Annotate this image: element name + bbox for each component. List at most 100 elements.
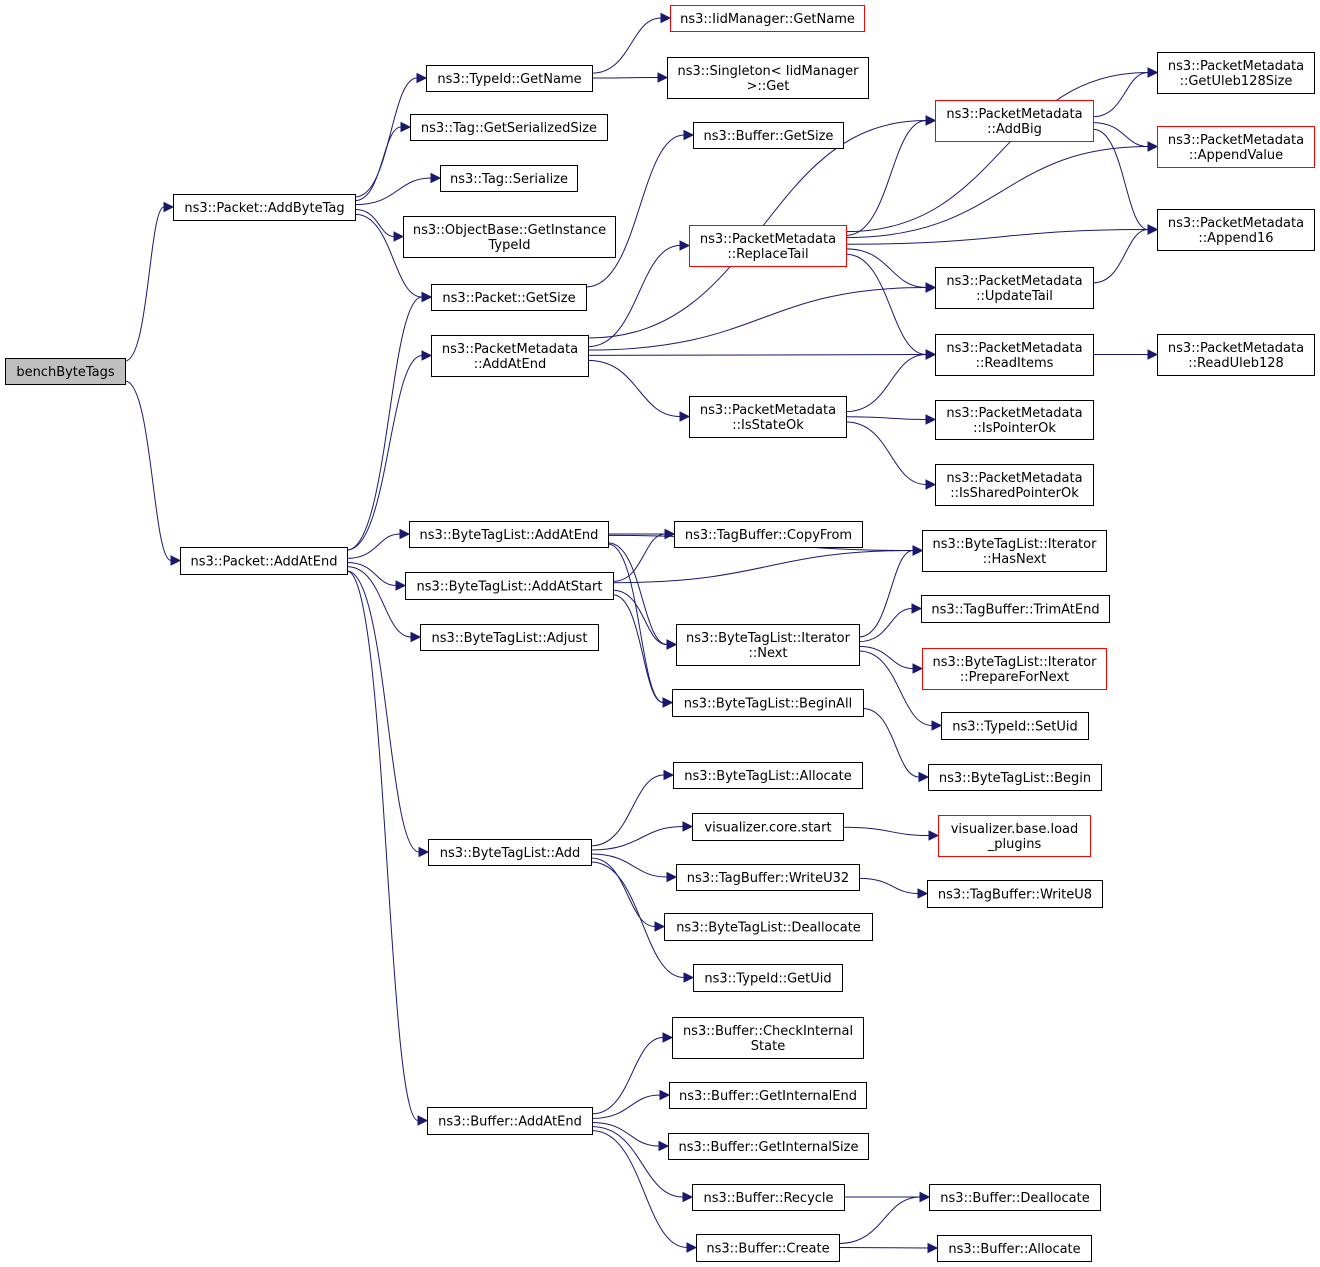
- node-box: [693, 122, 844, 149]
- node-btl-begin-all[interactable]: ns3::ByteTagList::BeginAll: [672, 689, 864, 717]
- node-label: ns3::Packet::AddByteTag: [184, 201, 344, 216]
- edge-btl-add-at-end-to-btl-begin-all: [607, 543, 674, 708]
- node-label: ns3::PacketMetadata: [1168, 341, 1304, 356]
- edge-btl-add-to-viz-start: [590, 821, 694, 851]
- node-label: ::UpdateTail: [976, 289, 1053, 304]
- node-pm-read-items[interactable]: ns3::PacketMetadata::ReadItems: [935, 334, 1094, 376]
- edge-pkt-add-at-end-to-btl-add-at-start: [346, 562, 407, 591]
- node-tb-copy-from[interactable]: ns3::TagBuffer::CopyFrom: [674, 521, 863, 548]
- node-iid-get-name[interactable]: ns3::IidManager::GetName: [670, 5, 865, 32]
- node-type-set-uid[interactable]: ns3::TypeId::SetUid: [941, 712, 1089, 740]
- node-buf-deallocate[interactable]: ns3::Buffer::Deallocate: [929, 1184, 1101, 1211]
- node-btl-allocate[interactable]: ns3::ByteTagList::Allocate: [673, 762, 863, 789]
- edge-line: [346, 533, 401, 559]
- node-type-get-uid[interactable]: ns3::TypeId::GetUid: [693, 964, 843, 992]
- node-buf-create[interactable]: ns3::Buffer::Create: [696, 1234, 840, 1262]
- edge-line: [858, 877, 919, 894]
- node-pm-append-value[interactable]: ns3::PacketMetadata::AppendValue: [1157, 126, 1315, 168]
- node-singleton[interactable]: ns3::Singleton< IidManager>::Get: [667, 57, 869, 99]
- node-buf-get-internal-end[interactable]: ns3::Buffer::GetInternalEnd: [669, 1082, 867, 1109]
- node-btl-add-at-end[interactable]: ns3::ByteTagList::AddAtEnd: [409, 521, 609, 548]
- edge-pm-add-at-end-to-pm-update-tail: [587, 282, 937, 351]
- node-viz-start[interactable]: visualizer.core.start: [692, 813, 844, 841]
- node-label: ns3::Tag::GetSerializedSize: [421, 121, 597, 136]
- node-label: TypeId: [488, 238, 531, 253]
- node-box: [935, 334, 1094, 376]
- node-pkt-get-size[interactable]: ns3::Packet::GetSize: [431, 284, 587, 311]
- node-btl-iter-prepare[interactable]: ns3::ByteTagList::Iterator::PrepareForNe…: [922, 648, 1107, 690]
- node-label: ::GetUleb128Size: [1180, 74, 1293, 89]
- edge-line: [1092, 229, 1149, 284]
- edge-line: [845, 120, 927, 236]
- node-viz-load[interactable]: visualizer.base.load_plugins: [938, 815, 1091, 857]
- node-buf-recycle[interactable]: ns3::Buffer::Recycle: [692, 1184, 845, 1211]
- node-pm-append16[interactable]: ns3::PacketMetadata::Append16: [1157, 209, 1315, 251]
- node-pm-replace-tail[interactable]: ns3::PacketMetadata::ReplaceTail: [689, 225, 847, 267]
- edge-btl-add-at-start-to-btl-iter-next: [612, 589, 678, 650]
- node-tb-write-u8[interactable]: ns3::TagBuffer::WriteU8: [927, 880, 1103, 908]
- node-label: ::IsPointerOk: [973, 421, 1056, 436]
- node-pm-is-state-ok[interactable]: ns3::PacketMetadata::IsStateOk: [689, 396, 847, 438]
- node-btl-add-at-start[interactable]: ns3::ByteTagList::AddAtStart: [405, 572, 614, 600]
- node-label: ns3::PacketMetadata: [1168, 216, 1304, 231]
- node-label: ns3::Buffer::AddAtEnd: [438, 1115, 582, 1130]
- arrow-head-icon: [421, 350, 433, 361]
- node-tb-write-u32[interactable]: ns3::TagBuffer::WriteU32: [676, 864, 860, 891]
- node-tag-ser-size[interactable]: ns3::Tag::GetSerializedSize: [410, 114, 608, 141]
- edge-line: [346, 566, 412, 638]
- node-box: [689, 225, 847, 267]
- node-box: [668, 1133, 869, 1160]
- node-pm-get-uleb[interactable]: ns3::PacketMetadata::GetUleb128Size: [1157, 52, 1315, 94]
- node-pm-update-tail[interactable]: ns3::PacketMetadata::UpdateTail: [935, 267, 1094, 309]
- edge-add-byte-tag-to-obj-base: [354, 208, 405, 242]
- edge-line: [591, 1094, 661, 1119]
- node-add-byte-tag[interactable]: ns3::Packet::AddByteTag: [173, 194, 356, 221]
- edge-line: [612, 533, 666, 582]
- edge-line: [346, 562, 397, 586]
- node-buf-allocate[interactable]: ns3::Buffer::Allocate: [937, 1235, 1092, 1262]
- edge-pm-update-tail-to-pm-append16: [1092, 224, 1159, 284]
- edge-btl-add-to-tb-write-u32: [590, 853, 678, 883]
- node-pm-add-big[interactable]: ns3::PacketMetadata::AddBig: [935, 100, 1094, 142]
- node-label: ::ReplaceTail: [727, 247, 808, 262]
- node-pm-read-uleb[interactable]: ns3::PacketMetadata::ReadUleb128: [1157, 334, 1315, 376]
- node-pm-add-at-end[interactable]: ns3::PacketMetadata::AddAtEnd: [431, 335, 589, 377]
- node-label: ns3::Buffer::Recycle: [703, 1191, 833, 1206]
- arrow-head-icon: [170, 555, 182, 566]
- node-box: [689, 396, 847, 438]
- node-btl-deallocate[interactable]: ns3::ByteTagList::Deallocate: [664, 913, 873, 941]
- node-btl-add[interactable]: ns3::ByteTagList::Add: [428, 839, 592, 866]
- edge-btl-add-at-start-to-tb-copy-from: [612, 528, 676, 582]
- node-label: ns3::PacketMetadata: [1168, 59, 1304, 74]
- edge-line: [591, 1122, 660, 1147]
- edge-viz-start-to-viz-load: [842, 826, 940, 841]
- node-buf-add-at-end[interactable]: ns3::Buffer::AddAtEnd: [427, 1107, 593, 1135]
- edge-line: [845, 248, 927, 288]
- node-label: ns3::TypeId::GetUid: [704, 972, 831, 987]
- node-pm-is-shared-pointer-ok[interactable]: ns3::PacketMetadata::IsSharedPointerOk: [935, 464, 1094, 506]
- arrow-head-icon: [400, 121, 412, 133]
- node-btl-iter-next[interactable]: ns3::ByteTagList::Iterator::Next: [676, 624, 860, 666]
- node-box: [676, 624, 860, 666]
- node-pkt-add-at-end[interactable]: ns3::Packet::AddAtEnd: [180, 547, 348, 575]
- node-buf-get-size[interactable]: ns3::Buffer::GetSize: [693, 122, 844, 149]
- edge-buf-add-at-end-to-buf-recycle: [591, 1126, 694, 1203]
- node-btl-adjust[interactable]: ns3::ByteTagList::Adjust: [420, 624, 599, 651]
- arrow-head-icon: [911, 603, 923, 614]
- node-label: ::AddAtEnd: [474, 357, 546, 372]
- node-root[interactable]: benchByteTags: [5, 358, 126, 385]
- node-type-get-name[interactable]: ns3::TypeId::GetName: [426, 65, 593, 92]
- node-label: ::AddBig: [987, 122, 1042, 137]
- node-btl-begin[interactable]: ns3::ByteTagList::Begin: [928, 764, 1102, 791]
- arrow-head-icon: [410, 631, 422, 643]
- node-btl-iter-has-next[interactable]: ns3::ByteTagList::Iterator::HasNext: [922, 530, 1107, 572]
- node-tb-trim-at-end[interactable]: ns3::TagBuffer::TrimAtEnd: [921, 595, 1110, 623]
- edge-line: [590, 774, 665, 847]
- node-tag-serialize[interactable]: ns3::Tag::Serialize: [440, 165, 578, 192]
- node-pm-is-pointer-ok[interactable]: ns3::PacketMetadata::IsPointerOk: [935, 400, 1094, 440]
- arrow-head-icon: [399, 528, 411, 540]
- node-buf-get-internal-size[interactable]: ns3::Buffer::GetInternalSize: [668, 1133, 869, 1160]
- edge-line: [858, 608, 913, 643]
